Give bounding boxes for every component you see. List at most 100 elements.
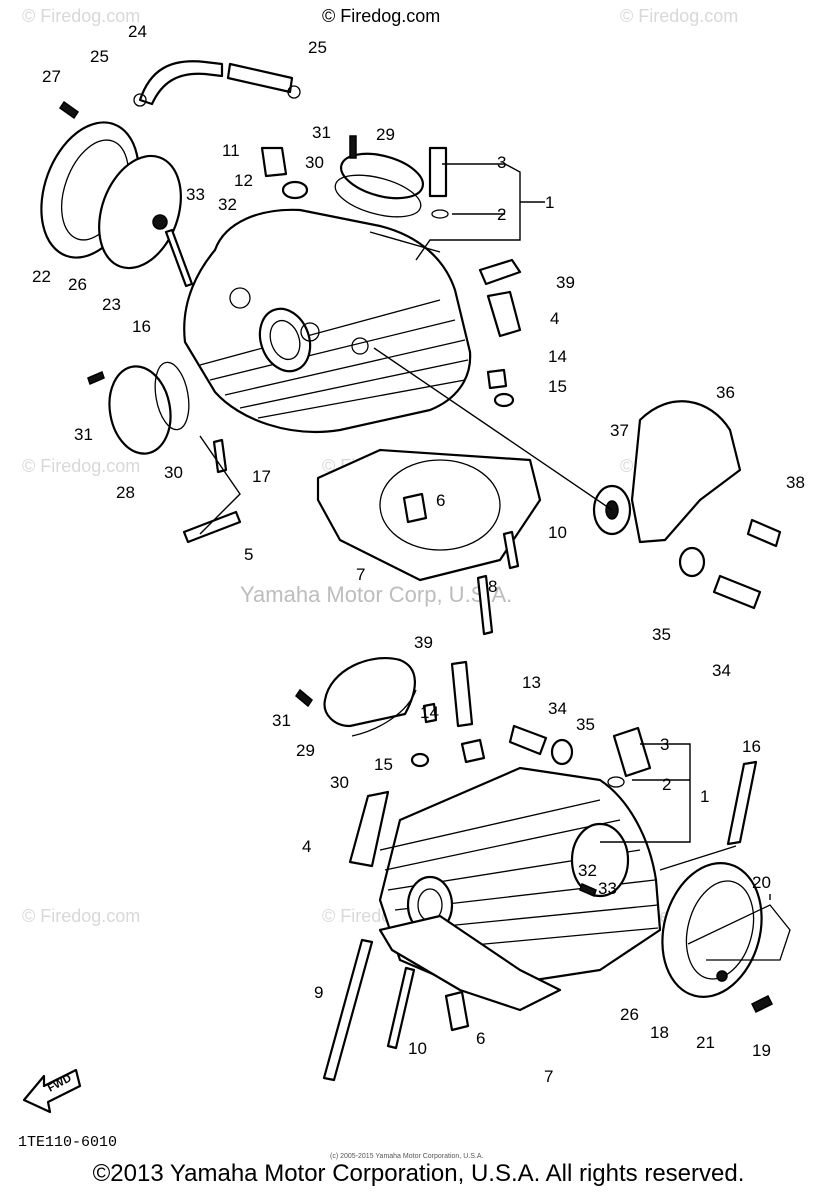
head-fin (209, 319, 456, 381)
screw-19 (750, 994, 774, 1014)
part-label: 1 (545, 193, 554, 212)
spark-plug (478, 258, 522, 286)
head-fin (199, 299, 441, 366)
hose-clip (133, 93, 147, 107)
valve-cover-lower (323, 657, 416, 728)
part-label: 26 (68, 275, 87, 294)
part-label: 6 (476, 1029, 485, 1048)
part-label: 30 (305, 153, 324, 172)
watermark-tile: © Firedog.com (22, 6, 140, 26)
part-label: 27 (42, 67, 61, 86)
bolt-34b (508, 724, 548, 756)
head-gasket (316, 448, 542, 582)
part-label: 9 (314, 983, 323, 1002)
valve-guide (428, 146, 448, 198)
part-label: 14 (420, 703, 439, 722)
part-label: 25 (90, 47, 109, 66)
part-label: 14 (548, 347, 567, 366)
hose-clip (287, 85, 301, 99)
boss (351, 337, 369, 355)
washer-15 (493, 392, 515, 408)
part-label: 30 (330, 773, 349, 792)
part-label: 3 (497, 153, 506, 172)
labels-upper: 24 25 25 27 31 29 3 2 1 11 30 12 33 32 2… (32, 22, 805, 680)
leader-lines (199, 163, 771, 900)
screw-31b (87, 370, 105, 386)
screw-31 (349, 135, 357, 159)
part-label: 3 (660, 735, 669, 754)
part-label: 33 (598, 879, 617, 898)
screw-21 (716, 970, 728, 982)
valve-cover (340, 152, 424, 200)
guide-clip-lower (607, 776, 625, 788)
part-label: 23 (102, 295, 121, 314)
part-label: 35 (576, 715, 595, 734)
leader (199, 435, 241, 535)
bolt-16 (164, 228, 194, 288)
stud-10b (386, 966, 416, 1050)
leader (600, 743, 691, 843)
cap-13 (460, 738, 486, 764)
washer-15b (410, 752, 430, 768)
spring-4 (486, 290, 522, 338)
part-label: 31 (272, 711, 291, 730)
leader (373, 347, 613, 511)
part-label: 11 (222, 141, 240, 160)
small-copyright: (c) 2005-2015 Yamaha Motor Corporation, … (330, 1153, 483, 1160)
part-label: 4 (302, 837, 311, 856)
head-fin-lower (384, 819, 621, 871)
watermark-tile: © Firedog.com (22, 456, 140, 476)
hose-segment (226, 62, 294, 94)
part-label: 30 (164, 463, 183, 482)
part-label: 39 (556, 273, 575, 292)
bolt-16b (726, 760, 758, 846)
part-label: 20 (752, 873, 771, 892)
part-label: 31 (312, 123, 331, 142)
part-label: 8 (488, 577, 497, 596)
part-label: 7 (356, 565, 365, 584)
side-cover-lower-inner (685, 880, 755, 980)
lower-assembly (295, 657, 791, 1082)
bolt-32 (579, 882, 597, 898)
part-label: 34 (712, 661, 731, 680)
head-fin (224, 339, 466, 396)
part-label: 12 (234, 171, 253, 190)
part-label: 19 (752, 1041, 771, 1060)
part-label: 24 (128, 22, 147, 41)
spark-plug-lower (450, 660, 474, 728)
part-label: 25 (308, 38, 327, 57)
nut-14 (486, 368, 508, 390)
engine-mount-bracket (630, 400, 742, 544)
valve-cover-gasket (334, 174, 422, 218)
part-label: 31 (74, 425, 93, 444)
stud-9 (322, 938, 374, 1082)
part-label: 5 (244, 545, 253, 564)
screw-31c (295, 688, 313, 708)
part-label: 15 (548, 377, 567, 396)
part-label: 10 (548, 523, 567, 542)
o-ring-30 (154, 361, 190, 431)
watermark-tile: © Firedog.com (22, 906, 140, 926)
cylinder-head-upper (183, 208, 472, 434)
washer-12 (281, 180, 309, 200)
fwd-arrow-icon (22, 1068, 82, 1114)
cover-plate (98, 154, 182, 270)
boss (229, 287, 251, 309)
bolt-27 (58, 100, 80, 120)
collar-35 (678, 546, 706, 578)
head-gasket-lower (378, 914, 562, 1012)
dowel-6 (402, 492, 428, 524)
fwd-arrow: FWD (22, 1068, 82, 1114)
part-label: 18 (650, 1023, 669, 1042)
part-label: 32 (218, 195, 237, 214)
part-label: 21 (696, 1033, 715, 1052)
port (258, 307, 312, 373)
part-label: 10 (408, 1039, 427, 1058)
part-label: 35 (652, 625, 671, 644)
part-label: 16 (742, 737, 761, 756)
part-label: 32 (578, 861, 597, 880)
cover-28 (108, 365, 172, 455)
part-label: 17 (252, 467, 271, 486)
part-label: 33 (186, 185, 205, 204)
